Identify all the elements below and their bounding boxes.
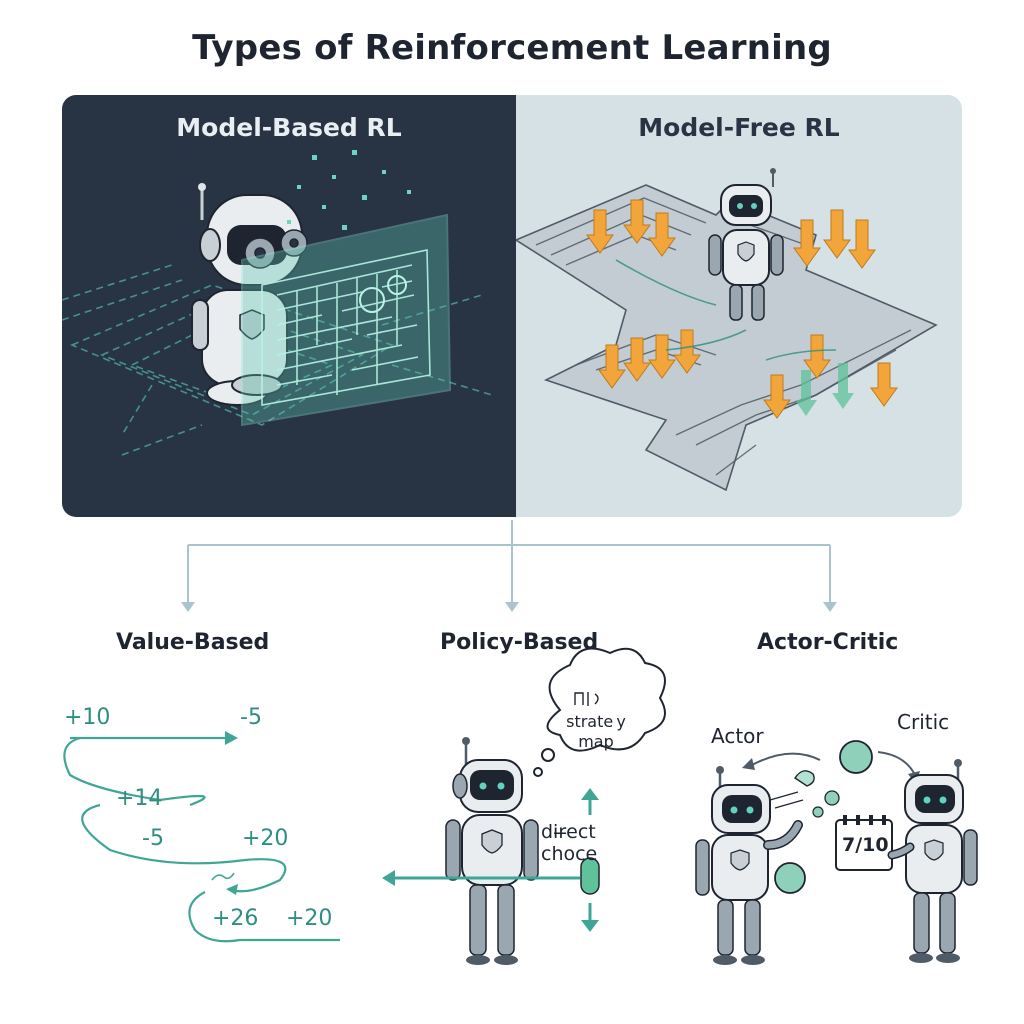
gear-icon xyxy=(244,229,308,269)
green-arrow-icons xyxy=(795,363,854,416)
model-free-illustration xyxy=(516,168,938,492)
value-item: +26 xyxy=(212,906,259,931)
floor-maze-icon xyxy=(62,264,493,456)
thought-bubble-text: strate y map xyxy=(556,712,636,752)
critic-label: Critic xyxy=(897,710,950,734)
diagram-title: Types of Reinforcement Learning xyxy=(192,28,832,68)
hologram-maze-icon xyxy=(241,150,452,427)
reward-arrow-icons xyxy=(586,199,898,419)
value-based-label: Value-Based xyxy=(116,630,270,655)
model-based-illustration xyxy=(62,150,493,456)
value-item: +14 xyxy=(116,786,163,811)
value-item: +20 xyxy=(286,906,333,931)
clipboard-icon xyxy=(835,815,915,871)
direct-choice-label: dir̶ect choce xyxy=(541,821,598,865)
actor-robot-icon xyxy=(695,766,803,965)
actor-critic-label: Actor-Critic xyxy=(757,630,899,655)
value-item: +20 xyxy=(242,826,289,851)
robot-icon xyxy=(708,168,784,321)
thought-bubble-icon xyxy=(533,647,666,777)
critic-robot-icon xyxy=(904,759,978,963)
value-item: +10 xyxy=(64,705,111,730)
value-path-icon xyxy=(63,731,340,943)
model-based-panel: Model-Based RL xyxy=(62,95,516,517)
robot-icon xyxy=(445,737,539,965)
value-item: -5 xyxy=(240,705,262,730)
thought-line: strate y xyxy=(566,712,626,731)
score-label: 7/10 xyxy=(842,834,889,856)
model-free-panel: Model-Free RL xyxy=(516,95,962,517)
model-free-label: Model-Free RL xyxy=(638,113,840,142)
thought-line: map xyxy=(578,732,614,751)
value-item: -5 xyxy=(142,826,164,851)
policy-based-label: Policy-Based xyxy=(440,630,599,655)
ball-icon xyxy=(774,740,873,894)
model-based-label: Model-Based RL xyxy=(176,113,402,142)
choice-slider-icon xyxy=(580,857,600,895)
actor-label: Actor xyxy=(711,724,764,748)
